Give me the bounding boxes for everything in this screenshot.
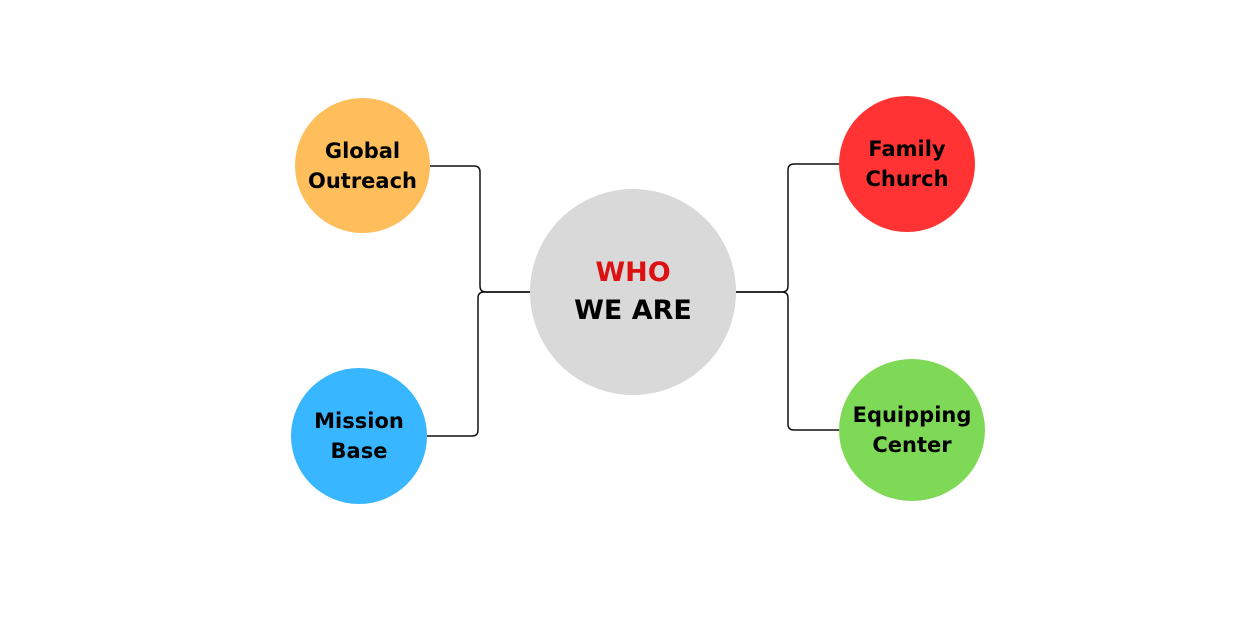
node-equipping-center: Equipping Center bbox=[839, 359, 985, 501]
node-label: Center bbox=[872, 433, 952, 457]
node-family-church: Family Church bbox=[839, 96, 975, 232]
node-mission-base: Mission Base bbox=[291, 368, 427, 504]
connector-equipping-center bbox=[736, 291, 840, 431]
connector-mission-base bbox=[427, 291, 530, 437]
center-node-who-we-are: WHO WE ARE bbox=[530, 189, 736, 395]
node-label: Church bbox=[865, 167, 949, 191]
node-label: Global bbox=[324, 138, 401, 163]
node-label: Base bbox=[330, 439, 388, 463]
node-label: Family bbox=[868, 137, 946, 161]
node-label: Mission bbox=[314, 409, 404, 433]
node-label: Equipping bbox=[852, 403, 972, 427]
node-label: Outreach bbox=[307, 168, 417, 193]
center-title-line1: WHO bbox=[595, 257, 671, 288]
connector-family-church bbox=[736, 163, 840, 293]
connector-global-outreach bbox=[430, 165, 530, 293]
center-title-line2: WE ARE bbox=[574, 295, 692, 326]
node-global-outreach: Global Outreach bbox=[295, 98, 430, 233]
